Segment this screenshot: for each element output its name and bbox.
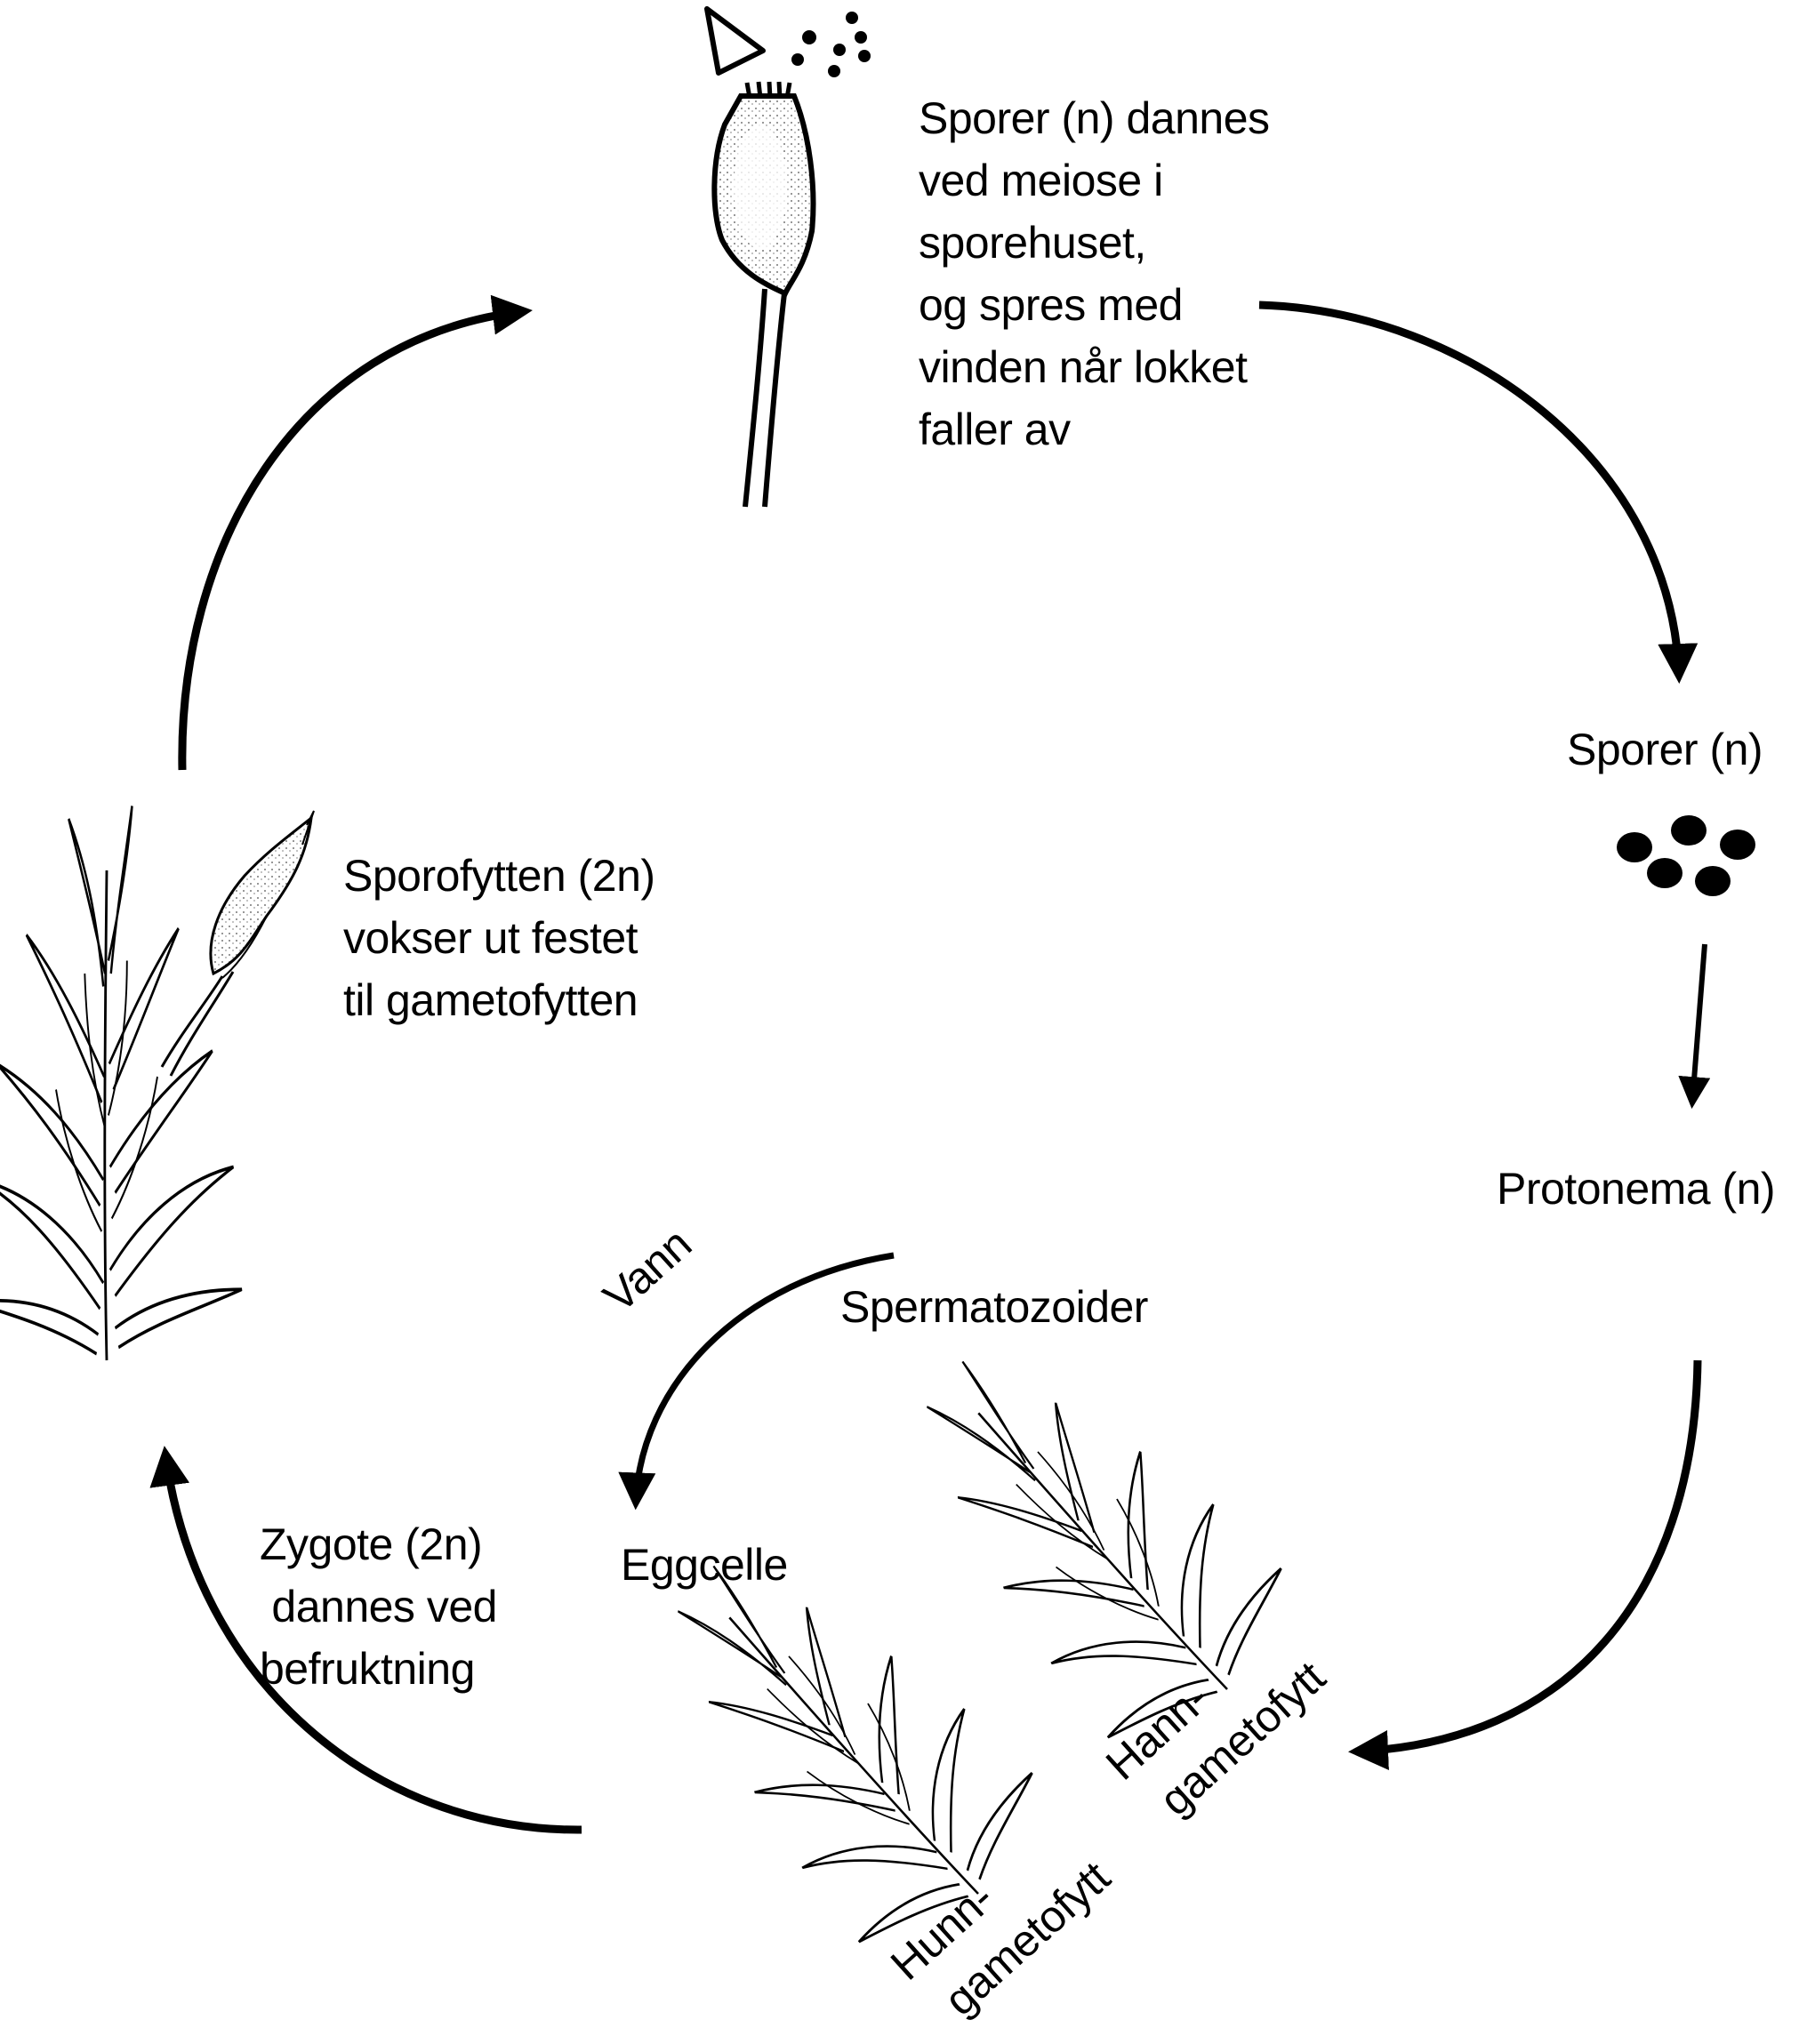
arrow-water-sperm-to-egg — [618, 1252, 895, 1511]
text-line: dannes ved — [260, 1582, 497, 1631]
text-line: og spres med — [919, 280, 1183, 330]
zygote-label: Zygote (2n) dannes ved befruktning — [260, 1513, 497, 1700]
arrow-sporophyte-to-capsule — [178, 294, 533, 771]
arrow-zygote-to-sporophyte — [149, 1446, 582, 1834]
sporangium-icon — [711, 81, 816, 508]
protonema-label: Protonema (n) — [1497, 1164, 1776, 1214]
arrow-capsule-to-spores — [1258, 301, 1699, 684]
text-line: til gametofytten — [343, 975, 638, 1025]
text-line: Sporer (n) dannes — [919, 93, 1270, 143]
spore-release-label: Sporer (n) dannes ved meiose i sporehuse… — [919, 87, 1270, 461]
sperm-label: Spermatozoider — [840, 1282, 1148, 1332]
sporophyte-label: Sporofytten (2n) vokser ut festet til ga… — [343, 845, 655, 1031]
text-line: faller av — [919, 405, 1071, 454]
arrow-spores-to-protonema — [1678, 943, 1711, 1110]
moss-with-sporophyte-icon — [0, 806, 315, 1361]
text-line: vinden når lokket — [919, 342, 1248, 392]
text-line: Sporofytten (2n) — [343, 851, 655, 901]
arrow-protonema-to-gametophytes — [1348, 1359, 1702, 1770]
spores-label: Sporer (n) — [1567, 725, 1763, 774]
spore-cluster-icon — [1617, 815, 1755, 896]
text-line: ved meiose i — [919, 156, 1163, 205]
operculum-icon — [704, 6, 766, 76]
text-line: vokser ut festet — [343, 913, 638, 963]
released-spores-icon — [791, 12, 871, 77]
text-line: befruktning — [260, 1644, 475, 1694]
text-line: Zygote (2n) — [260, 1519, 483, 1569]
egg-label: Eggcelle — [621, 1540, 788, 1590]
text-line: sporehuset, — [919, 218, 1146, 268]
